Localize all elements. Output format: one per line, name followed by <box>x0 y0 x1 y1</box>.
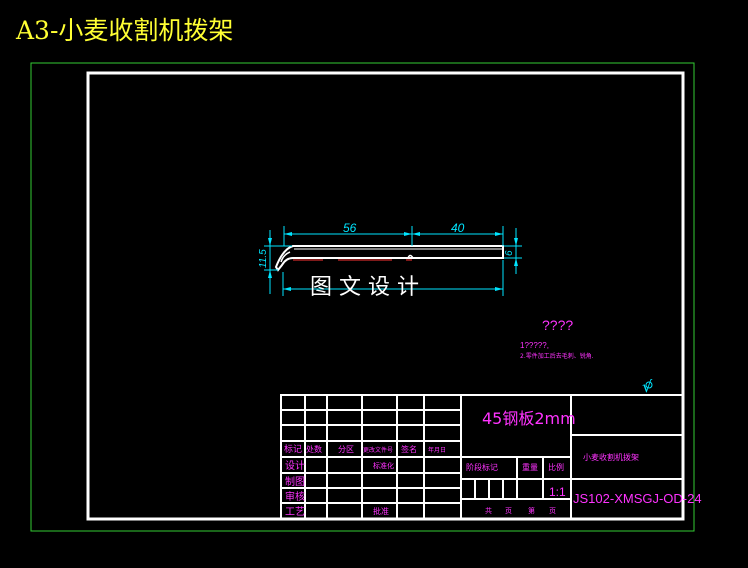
drawing-number: JS102-XMSGJ-OD-24 <box>573 491 702 506</box>
title-block <box>280 394 684 520</box>
drawing-title: A3-小麦收割机拨架 <box>16 16 234 45</box>
header-count: 处数 <box>306 444 322 454</box>
part-bend <box>280 251 291 263</box>
header-signature: 签名 <box>401 444 417 454</box>
label-sheet-no: 第 <box>528 506 535 515</box>
dim-text-56: 56 <box>343 221 357 235</box>
roughness-circle <box>645 381 653 389</box>
material-text: 45钢板2mm <box>482 409 576 428</box>
part-view <box>274 245 504 272</box>
header-change-doc: 更改文件号 <box>363 446 393 454</box>
label-design: 设计 <box>285 459 305 472</box>
label-stage: 阶段标记 <box>466 462 498 472</box>
label-approve: 批准 <box>373 506 389 516</box>
notes-line-2: 2.零件加工后去毛刺、锐角. <box>520 352 594 360</box>
watermark-text: 图 文 设 计 <box>310 275 419 300</box>
dimension-lines <box>264 226 522 296</box>
label-scale: 比例 <box>548 462 564 472</box>
dim-text-11-5: 11.5 <box>258 249 269 268</box>
notes-heading: ???? <box>542 317 573 333</box>
roughness-symbol: √ <box>642 377 653 396</box>
header-mark: 标记 <box>284 443 302 455</box>
notes-line-1: 1?????, <box>520 341 549 350</box>
label-standard: 标准化 <box>373 461 394 470</box>
header-date: 年月日 <box>428 446 446 454</box>
outer-border <box>30 62 695 532</box>
part-name-text: 小麦收割机拨架 <box>583 452 639 462</box>
dimension-arrows <box>268 232 518 291</box>
label-draw: 制图 <box>285 475 305 488</box>
scale-value: 1:1 <box>549 485 566 499</box>
label-sheet-page1: 页 <box>505 507 512 515</box>
dim-text-6: 6 <box>504 250 515 256</box>
part-outline <box>274 245 504 272</box>
label-process: 工艺 <box>285 506 305 518</box>
label-sheet-page2: 页 <box>549 507 556 515</box>
label-sheet-total: 共 <box>485 506 492 515</box>
part-notch <box>407 254 414 259</box>
label-weight: 重量 <box>522 462 538 472</box>
roughness-mark: √ <box>642 377 653 396</box>
dim-text-40: 40 <box>451 221 465 235</box>
label-check: 审核 <box>285 490 305 503</box>
header-zone: 分区 <box>338 445 354 454</box>
